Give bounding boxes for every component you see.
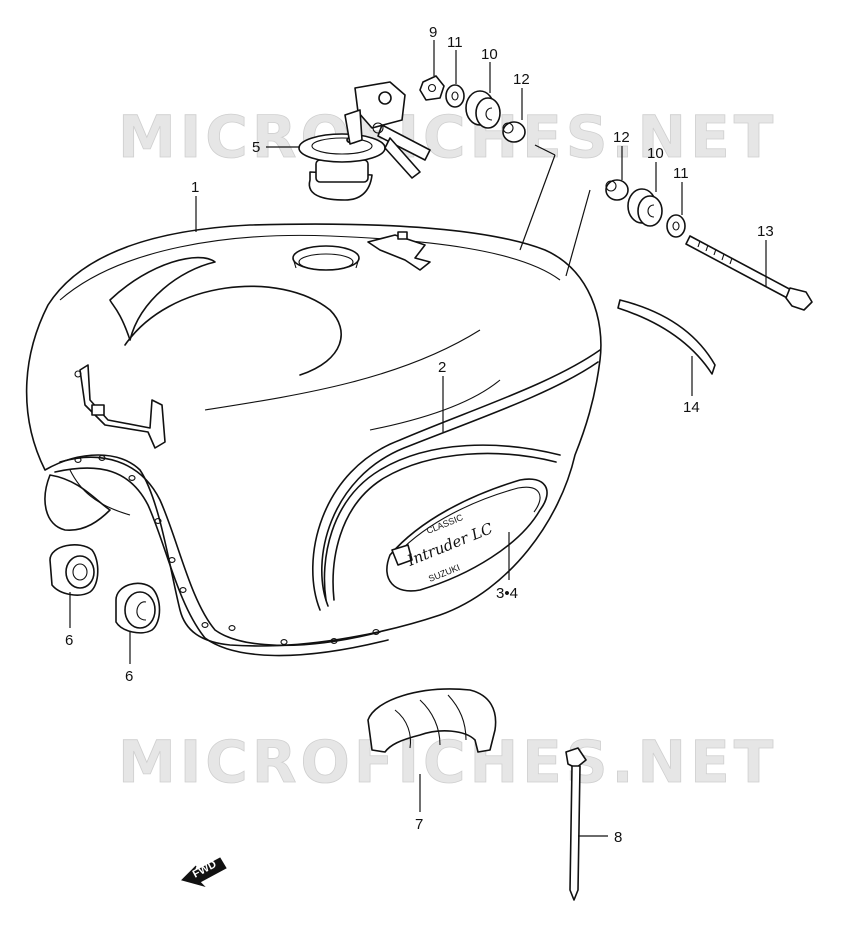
- flange-holes: [74, 455, 380, 645]
- fuel-cap: [298, 81, 431, 201]
- watermark-top: MICROFICHES.NET: [118, 103, 777, 171]
- cushion-1: [49, 544, 99, 596]
- cushion-2: [115, 582, 161, 634]
- callout-14: 14: [683, 399, 700, 416]
- cable-tie: [565, 747, 587, 901]
- callout-3-4: 3•4: [496, 585, 518, 602]
- callout-2: 2: [438, 359, 446, 376]
- callout-12b: 12: [613, 129, 630, 146]
- trim-strip: [617, 299, 716, 375]
- callout-1: 1: [191, 179, 199, 196]
- callout-7: 7: [415, 816, 423, 833]
- callout-6b: 6: [125, 668, 133, 685]
- callout-10b: 10: [647, 145, 664, 162]
- callout-11a: 11: [447, 34, 463, 51]
- callout-10a: 10: [481, 46, 498, 63]
- fwd-arrow: FWD: [181, 857, 227, 887]
- callout-8: 8: [614, 829, 622, 846]
- callout-11b: 11: [673, 165, 689, 182]
- hardware-top: [419, 75, 526, 143]
- watermark-bottom: MICROFICHES.NET: [118, 728, 777, 796]
- callout-6a: 6: [65, 632, 73, 649]
- callouts: 1 2 3•4 5 6 6 7 8 9 11 10 12 12 10 11 13…: [65, 24, 774, 846]
- leader-lines: [69, 40, 767, 837]
- callout-9: 9: [429, 24, 437, 41]
- callout-13: 13: [757, 223, 774, 240]
- tank-cushion-lower: [367, 688, 497, 753]
- callout-12a: 12: [513, 71, 530, 88]
- tank-emblem: CLASSIC Intruder LC SUZUKI: [386, 478, 548, 592]
- callout-5: 5: [252, 139, 260, 156]
- hardware-right: [605, 179, 813, 311]
